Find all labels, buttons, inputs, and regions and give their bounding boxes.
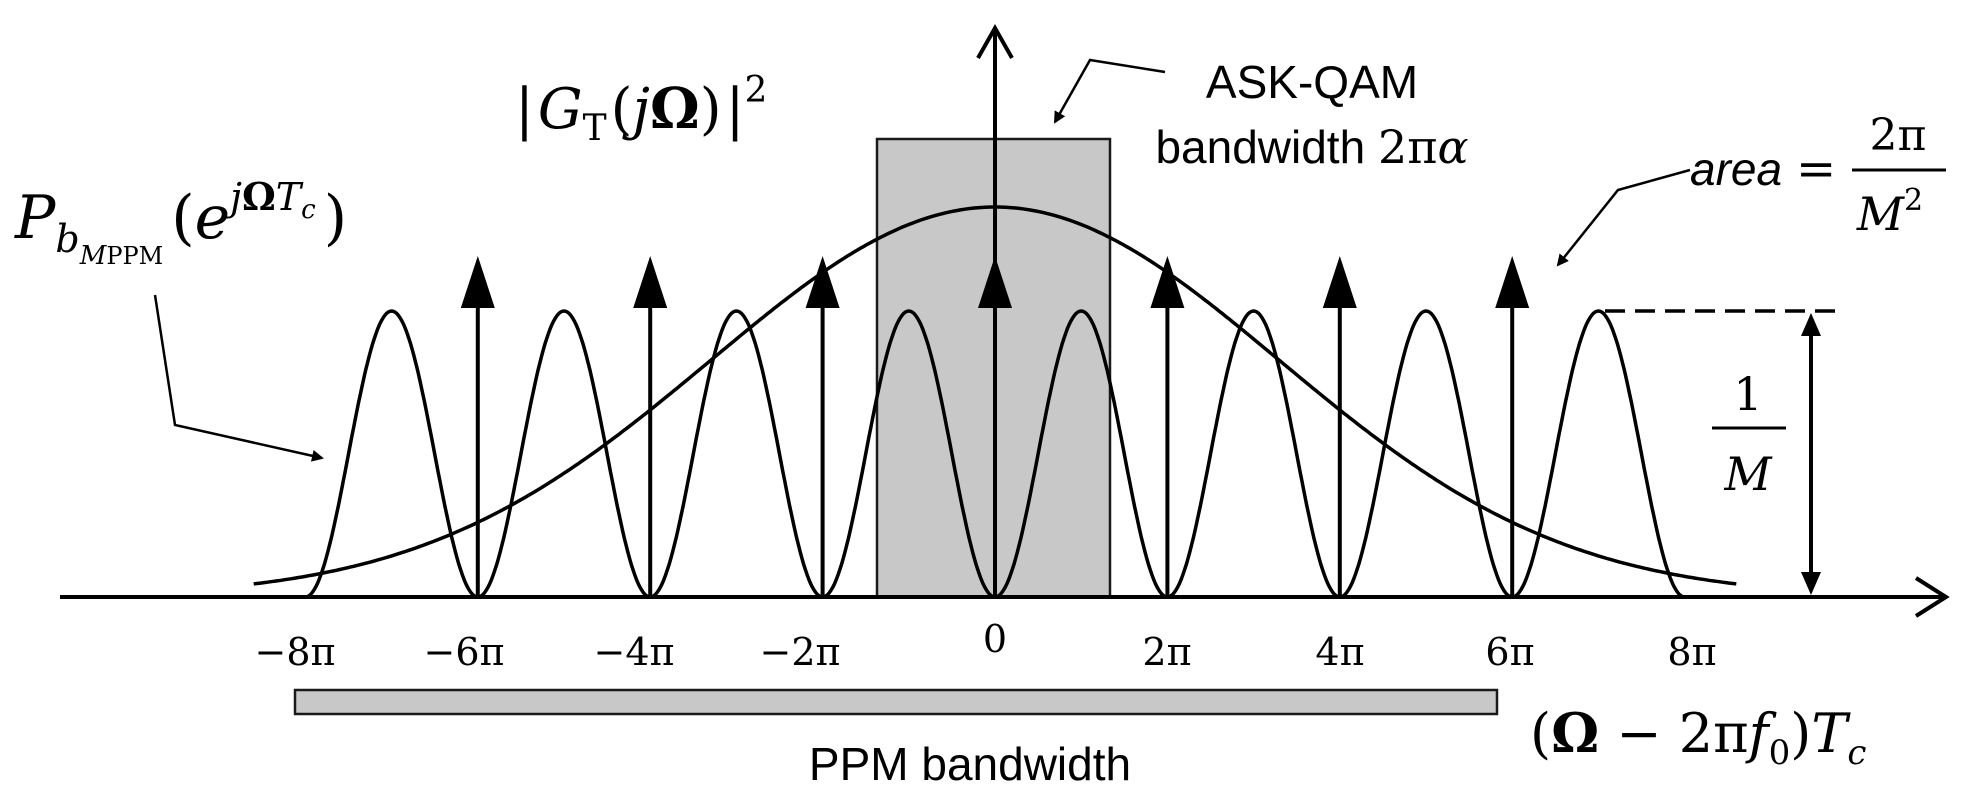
- area-denominator: M2: [1856, 183, 1923, 241]
- tick-label-neg8pi: −8π: [255, 630, 336, 674]
- ppm-spectrum-lobe: [1167, 309, 1341, 599]
- x-label-T-sub: c: [1847, 733, 1866, 773]
- gt-G: G: [538, 77, 583, 142]
- pb-e: e: [195, 183, 231, 253]
- pb-M: M: [79, 241, 108, 271]
- ppm-spectrum-lobe: [1339, 309, 1513, 599]
- ppm-bandwidth-label: PPM bandwidth: [809, 738, 1131, 790]
- ask-qam-bandwidth-alpha: α: [1437, 120, 1468, 174]
- impulses-group: [460, 256, 1530, 597]
- tick-label-neg2pi: −2π: [760, 630, 841, 674]
- pb-b: b: [55, 217, 79, 261]
- x-label-close: ): [1790, 702, 1811, 765]
- tick-label-2pi: 2π: [1142, 630, 1191, 674]
- pb-exp-c: c: [301, 195, 316, 225]
- ppm-spectrum-lobe: [822, 309, 996, 599]
- gt-squared-label: |GT(jΩ)|2: [515, 70, 767, 149]
- x-axis-label: (Ω − 2πf0)Tc: [1530, 701, 1866, 773]
- spectral-line-impulse: [978, 256, 1012, 597]
- ask-qam-pointer: [1053, 58, 1166, 124]
- tick-label-8pi: 8π: [1667, 630, 1716, 674]
- gt-bar-close: |: [726, 77, 745, 142]
- pb-exp-omega: Ω: [242, 174, 276, 219]
- vertical-axis-arrowhead: [976, 23, 1014, 59]
- tick-label-0: 0: [983, 617, 1007, 661]
- tick-label-neg6pi: −6π: [424, 630, 505, 674]
- frequency-axis-arrowhead: [1914, 576, 1950, 618]
- x-label-T: T: [1811, 702, 1851, 765]
- ask-qam-bandwidth-2pi: 2π: [1378, 120, 1438, 174]
- area-numerator: 2π: [1870, 110, 1927, 161]
- tick-label-4pi: 4π: [1315, 630, 1364, 674]
- ppm-spectrum-lobe: [477, 309, 651, 599]
- ppm-spectrum-lobe: [994, 309, 1168, 599]
- curves-group: [253, 205, 1737, 599]
- gt-power: 2: [744, 70, 767, 111]
- pb-exp-T: T: [276, 175, 304, 219]
- tick-labels: −8π −6π −4π −2π 0 2π 4π 6π 8π: [255, 617, 1717, 674]
- area-equals: =: [1796, 141, 1836, 197]
- spectral-line-impulse: [1322, 256, 1357, 597]
- spectral-line-impulse: [460, 256, 495, 597]
- x-label-omega: Ω: [1551, 701, 1599, 765]
- area-pointer: [1556, 168, 1691, 267]
- gt-paren-close: ): [700, 77, 722, 142]
- height-denominator: M: [1723, 447, 1773, 501]
- height-arrow-top: [1801, 313, 1821, 336]
- gt-G-sub: T: [583, 108, 607, 149]
- ppm-spectrum-lobe: [1511, 309, 1685, 599]
- height-numerator: 1: [1733, 367, 1762, 421]
- gt-omega: Ω: [650, 76, 700, 142]
- height-arrow-bottom: [1801, 572, 1821, 595]
- pb-pointer: [153, 294, 324, 462]
- ppm-spectrum-lobe: [649, 309, 823, 599]
- pb-ppm: PPM: [106, 242, 163, 270]
- ppm-spectrum-lobe: [305, 309, 479, 599]
- tick-label-neg4pi: −4π: [594, 630, 675, 674]
- ask-qam-bandwidth: bandwidth 2πα: [1155, 120, 1468, 174]
- x-label-open: (: [1530, 702, 1551, 765]
- x-label-minus: − 2π: [1599, 702, 1748, 765]
- spectral-line-impulse: [1495, 256, 1530, 597]
- area-word: area: [1690, 143, 1782, 195]
- spectral-line-impulse: [1150, 256, 1185, 597]
- x-label-f-sub: 0: [1769, 733, 1791, 773]
- pb-label: PbMPPM(ejΩTc): [14, 174, 347, 271]
- gt-paren-open: (: [611, 77, 633, 142]
- pb-open: (: [171, 183, 194, 253]
- ask-qam-title: ASK-QAM: [1206, 56, 1418, 108]
- pb-close: ): [324, 183, 347, 253]
- ask-qam-bandwidth-word: bandwidth: [1155, 121, 1378, 173]
- area-den-pow: 2: [1904, 183, 1923, 218]
- spectral-line-impulse: [805, 256, 840, 597]
- area-den-M: M: [1856, 187, 1906, 241]
- pb-P: P: [14, 183, 57, 253]
- ppm-bandwidth-bar: [293, 688, 1499, 716]
- spectral-line-impulse: [633, 256, 668, 597]
- tick-label-6pi: 6π: [1485, 630, 1534, 674]
- gt-envelope-curve: [253, 205, 1737, 586]
- gt-bar-open: |: [515, 77, 534, 142]
